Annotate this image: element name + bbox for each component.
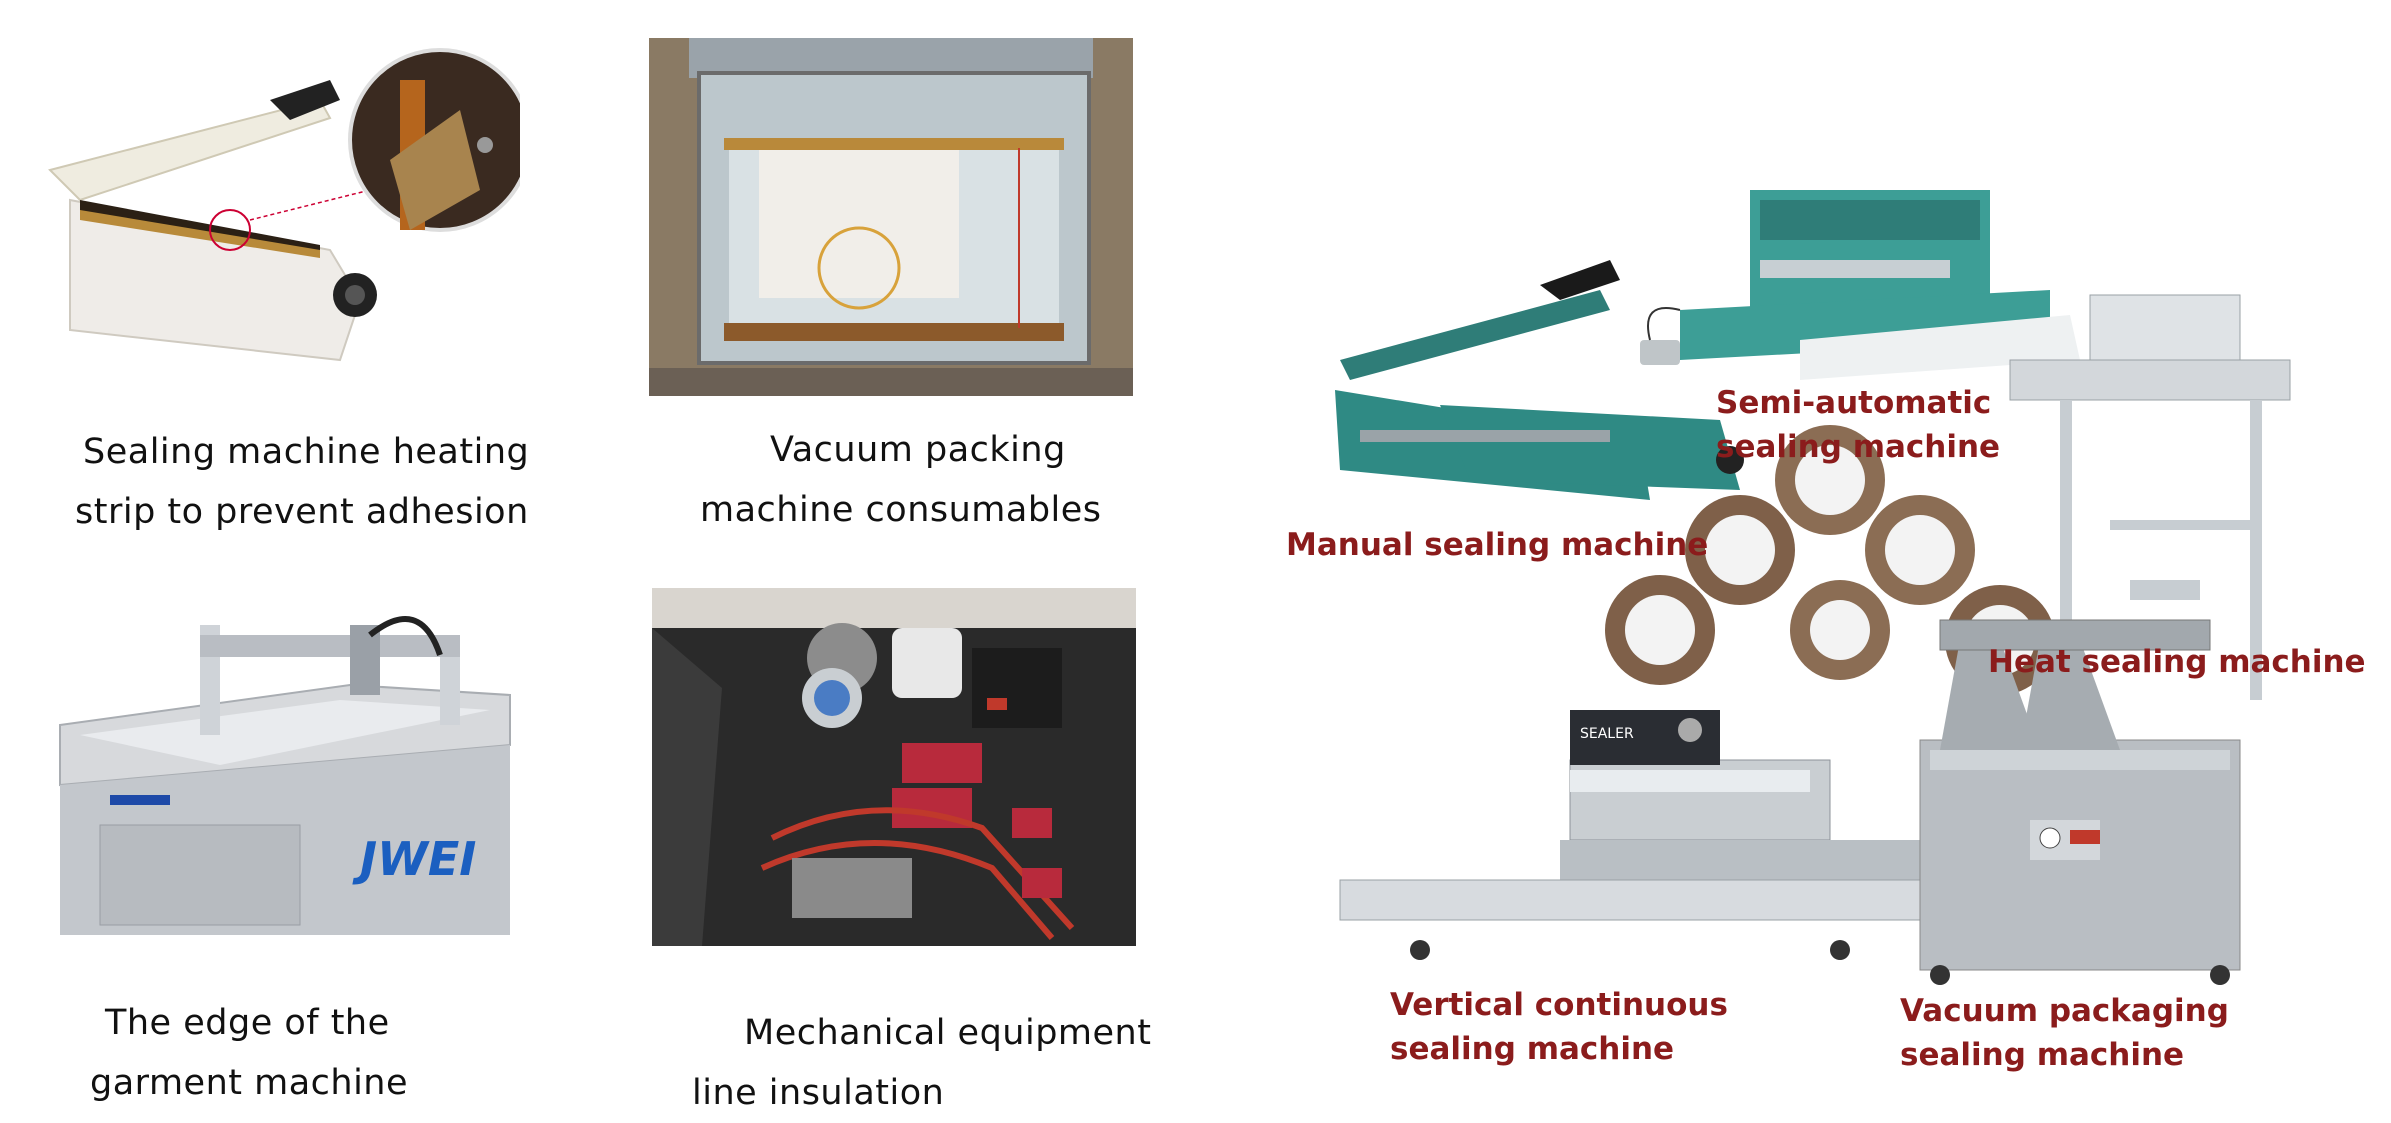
photo-garment-machine: JWEI [40,595,520,947]
manual-sealer-illustration [1335,260,1744,500]
continuous-band-sealer-illustration: SEALER [1339,710,1961,960]
photo-vacuum-chamber [649,38,1133,396]
caption-line-insulation: Mechanical equipment line insulation [692,1013,1152,1113]
right-collage: SEALER [1240,60,2370,1100]
label-heat: Heat sealing machine [1988,644,2366,680]
photo-hand-sealer [40,40,520,370]
label-vertical: Vertical continuous sealing machine [1390,987,1728,1067]
photo-engine-bay [652,588,1136,946]
caption-heating-strip: Sealing machine heating strip to prevent… [75,432,530,532]
caption-vacuum-consumables: Vacuum packing machine consumables [700,430,1102,530]
label-vacuum: Vacuum packaging sealing machine [1900,993,2229,1073]
jwei-logo: JWEI [352,832,476,886]
sealer-panel-text: SEALER [1580,726,1634,742]
label-manual: Manual sealing machine [1286,527,1709,563]
label-semi-automatic: Semi-automatic sealing machine [1716,385,2001,465]
vacuum-packaging-machine-illustration [1919,619,2241,985]
caption-garment-edge: The edge of the garment machine [90,1003,409,1103]
